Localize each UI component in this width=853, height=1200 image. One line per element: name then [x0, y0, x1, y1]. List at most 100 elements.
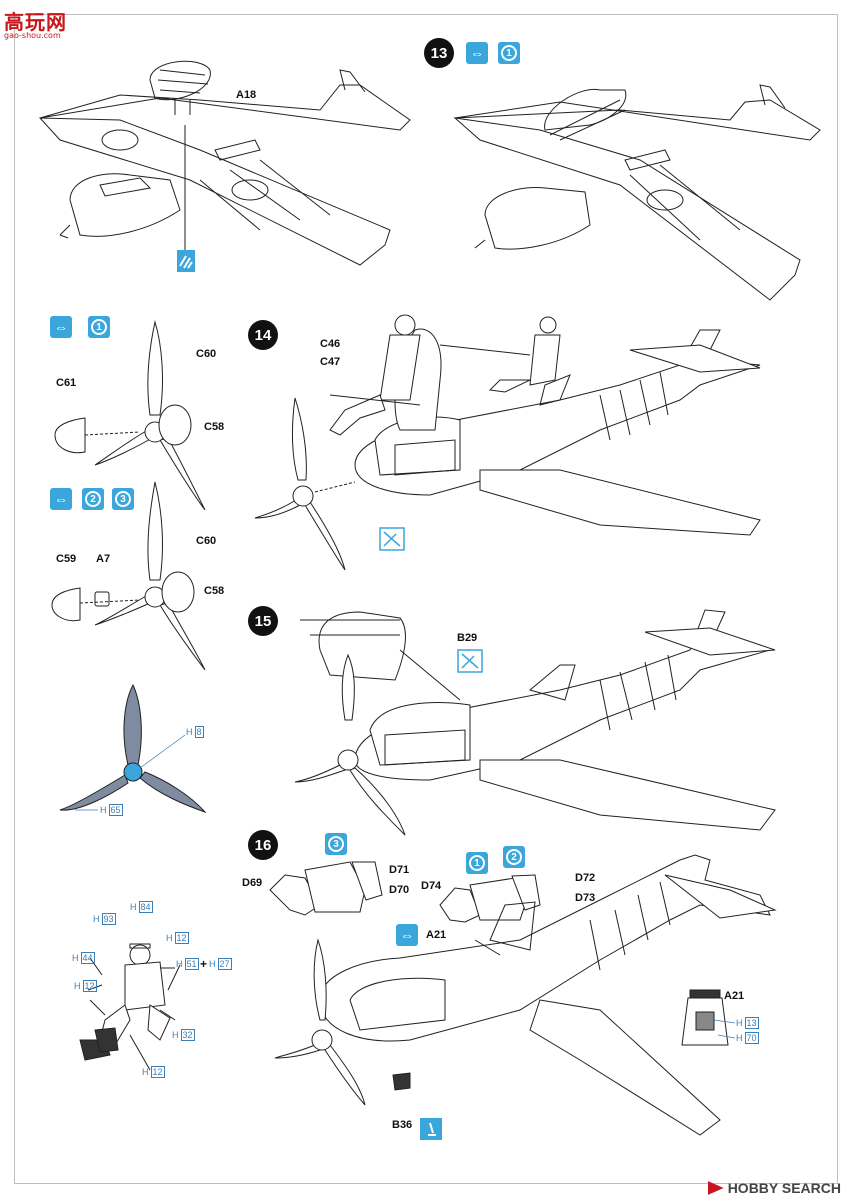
color-letter: H: [736, 1018, 743, 1028]
color-letter: H: [736, 1033, 743, 1043]
color-letter: H: [176, 959, 183, 969]
variant-label: 2: [506, 849, 522, 865]
color-code: 51: [184, 958, 199, 970]
variant-label: 3: [328, 836, 344, 852]
brand-mark-icon: [707, 1181, 724, 1195]
step-13-number: 13: [424, 38, 454, 68]
variant-badge-canopy-3: 3: [325, 833, 347, 855]
site-url: gao-shou.com: [4, 31, 61, 40]
color-letter: H: [74, 981, 81, 991]
variant-badge-canopy-1: 1: [466, 852, 488, 874]
arrow-badge-prop-a: ⇔: [50, 316, 72, 338]
step-16-number: 16: [248, 830, 278, 860]
color-code: 93: [101, 913, 116, 925]
color-code: 84: [138, 901, 153, 913]
color-letter: H: [72, 953, 79, 963]
plus-sign: +: [200, 957, 208, 971]
arrow-badge-prop-b: ⇔: [50, 488, 72, 510]
variant-label: 3: [115, 491, 131, 507]
step-15-number: 15: [248, 606, 278, 636]
variant-badge-prop-b-3: 3: [112, 488, 134, 510]
arrow-attach-icon: ⇔: [54, 491, 68, 507]
part-a21-bottle: [681, 989, 736, 1046]
part-c58-top: C58: [204, 421, 225, 433]
step-16-label: 16: [254, 836, 272, 854]
part-d71: D71: [389, 864, 410, 876]
color-code: 70: [744, 1032, 759, 1044]
part-c61: C61: [56, 377, 77, 389]
part-c60-top: C60: [196, 348, 217, 360]
color-code: 32: [180, 1029, 195, 1041]
step-14-number: 14: [248, 320, 278, 350]
part-c47: C47: [320, 356, 341, 368]
step-13-label: 13: [430, 44, 448, 62]
variant-label: 1: [501, 45, 517, 61]
painted-propeller: [59, 683, 207, 814]
color-letter: H: [130, 902, 137, 912]
variant-label: 1: [91, 319, 107, 335]
aircraft-13-right: [453, 84, 821, 301]
variant-badge-prop-a: 1: [88, 316, 110, 338]
color-code: 12: [150, 1066, 165, 1078]
color-code: 65: [108, 804, 123, 816]
site-logo: 高玩网: [4, 6, 67, 35]
part-d70: D70: [389, 884, 410, 896]
brand-text: HOBBY SEARCH: [727, 1180, 841, 1196]
part-b29: B29: [457, 632, 478, 644]
variant-badge-canopy-2: 2: [503, 846, 525, 868]
part-d73: D73: [575, 892, 596, 904]
cement-icon: [177, 250, 195, 272]
step-14-label: 14: [254, 326, 272, 344]
part-c59: C59: [56, 553, 77, 565]
variant-badge-13: 1: [498, 42, 520, 64]
color-letter: H: [93, 914, 100, 924]
color-code: 8: [194, 726, 204, 738]
step-15-label: 15: [254, 612, 272, 630]
part-d74: D74: [421, 880, 442, 892]
color-letter: H: [186, 727, 193, 737]
arrow-badge-13: ⇔: [466, 42, 488, 64]
part-a21: A21: [426, 929, 447, 941]
part-a7: A7: [96, 553, 111, 565]
arrow-attach-icon: ⇔: [400, 927, 414, 943]
propeller-assembly-a: [54, 320, 206, 511]
variant-badge-prop-b-2: 2: [82, 488, 104, 510]
part-c46: C46: [320, 338, 341, 350]
page-border: [14, 14, 838, 1184]
arrow-badge-a21: ⇔: [396, 924, 418, 946]
variant-label: 1: [469, 855, 485, 871]
color-letter: H: [142, 1067, 149, 1077]
part-d69: D69: [242, 877, 263, 889]
part-c60-bot: C60: [196, 535, 217, 547]
pilot-figure: [79, 943, 181, 1071]
canopy-parts-16: [269, 861, 541, 923]
color-code: 44: [80, 952, 95, 964]
aircraft-14: [254, 314, 761, 571]
aircraft-13-left: [38, 60, 411, 266]
site-logo-text: 高玩网: [4, 12, 67, 34]
color-letter: H: [209, 959, 216, 969]
part-b36: B36: [392, 1119, 413, 1131]
aircraft-16: [274, 854, 777, 1136]
color-code: 13: [744, 1017, 759, 1029]
arrow-attach-icon: ⇔: [470, 45, 484, 61]
part-d72: D72: [575, 872, 596, 884]
color-letter: H: [172, 1030, 179, 1040]
propeller-assembly-b: [51, 481, 206, 671]
footer-brand: HOBBY SEARCH: [707, 1180, 841, 1196]
color-code: 27: [217, 958, 232, 970]
color-code: 12: [174, 932, 189, 944]
